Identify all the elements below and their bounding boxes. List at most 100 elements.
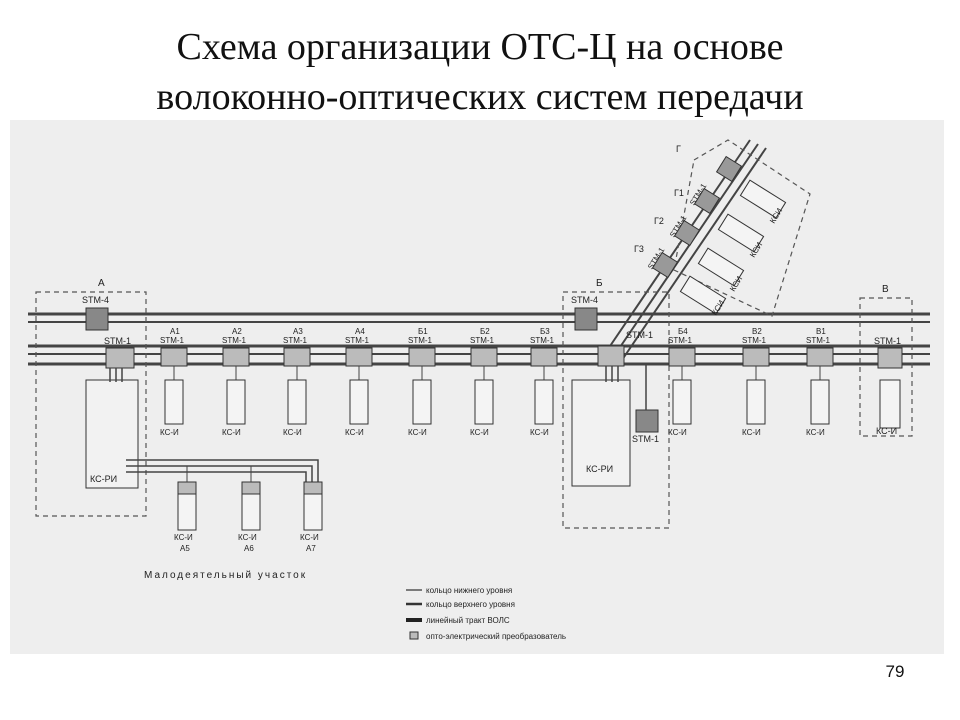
unit-a6-ks-label: КС-И — [238, 533, 257, 542]
unit-a1-stm-label: STM-1 — [160, 336, 185, 345]
unit-b2-label: Б2 — [480, 327, 490, 336]
title-line-1: Схема организации ОТС-Ц на основе — [176, 26, 784, 68]
section-caption: Малодеятельный участок — [144, 570, 307, 581]
unit-a1-box — [164, 379, 184, 425]
unit-a2-label: А2 — [232, 327, 242, 336]
branch-node-2 — [673, 219, 701, 247]
station-b-stm4-label: STM-4 — [571, 295, 598, 305]
station-v-label: В — [882, 284, 889, 295]
unit-b4-box — [672, 379, 692, 425]
station-b-stm1-label: STM-1 — [626, 330, 653, 340]
unit-b4-label: Б4 — [678, 327, 688, 336]
unit-b2-node — [470, 347, 498, 367]
unit-v2-label: В2 — [752, 327, 762, 336]
unit-v1-box — [810, 379, 830, 425]
unit-b1: Б1 STM-1 КС-И — [408, 327, 436, 437]
legend-fiber-line-label: линейный тракт ВОЛС — [426, 616, 510, 625]
unit-a1-label: А1 — [170, 327, 180, 336]
branch-node-4 — [715, 155, 743, 183]
station-b: Б STM-4 STM-1 КС-РИ STM-1 — [571, 278, 659, 487]
unit-b1-stm-label: STM-1 — [408, 336, 433, 345]
unit-a5-label: А5 — [180, 544, 190, 553]
unit-a5-node — [177, 481, 197, 495]
station-a-ks-ri-box — [85, 379, 139, 489]
unit-b1-label: Б1 — [418, 327, 428, 336]
unit-a3-node — [283, 347, 311, 367]
unit-b3: Б3 STM-1 КС-И — [530, 327, 558, 437]
station-a-stm4-node — [85, 307, 109, 331]
unit-b4-stm-label: STM-1 — [668, 336, 693, 345]
unit-b3-node — [530, 347, 558, 367]
unit-v2-ks-label: КС-И — [742, 428, 761, 437]
unit-a5-box — [177, 493, 197, 531]
branch-label-g1: Г1 — [674, 188, 684, 198]
station-a-stm1-node — [105, 347, 135, 369]
unit-a3-label: А3 — [293, 327, 303, 336]
station-b-converter-node — [635, 409, 659, 433]
unit-a6-label: А6 — [244, 544, 254, 553]
station-b-stm1-node — [597, 345, 625, 367]
station-v-ks-i-box — [879, 379, 901, 429]
legend-converter-label: опто-электрический преобразователь — [426, 632, 566, 641]
unit-a1-node — [160, 347, 188, 367]
unit-a7-node — [303, 481, 323, 495]
station-boundaries — [35, 139, 913, 529]
station-b-ks-ri-box — [571, 379, 631, 487]
unit-a1-ks-label: КС-И — [160, 428, 179, 437]
section-feed-lines — [126, 459, 319, 490]
top-units: А1 STM-1 КС-И А2 STM-1 КС-И А3 STM-1 КС-… — [160, 327, 834, 437]
station-a-stm1-label: STM-1 — [104, 336, 131, 346]
unit-a7: КС-И А7 — [300, 481, 323, 553]
unit-a6: КС-И А6 — [238, 466, 261, 553]
unit-v1: В1 STM-1 КС-И — [806, 327, 834, 437]
legend-swatch-converter — [409, 631, 419, 640]
network-diagram: А STM-4 STM-1 КС-РИ Б STM-4 STM-1 КС-РИ … — [10, 120, 944, 654]
unit-b2-box — [474, 379, 494, 425]
unit-a1: А1 STM-1 КС-И — [160, 327, 188, 437]
unit-v2-node — [742, 347, 770, 367]
unit-b3-stm-label: STM-1 — [530, 336, 555, 345]
unit-v1-ks-label: КС-И — [806, 428, 825, 437]
bottom-units: КС-И А5 КС-И А6 КС-И А7 — [174, 466, 323, 553]
unit-v2-box — [746, 379, 766, 425]
unit-b2-ks-label: КС-И — [470, 428, 489, 437]
branch-ks-box-4 — [679, 275, 727, 315]
branch-ks-box-1 — [739, 179, 787, 219]
station-v-ks-i-label: КС-И — [876, 426, 897, 436]
unit-a2: А2 STM-1 КС-И — [222, 327, 250, 437]
slide-title: Схема организации ОТС-Ц на основе волоко… — [0, 22, 960, 122]
unit-a2-node — [222, 347, 250, 367]
unit-b2: Б2 STM-1 КС-И — [470, 327, 498, 437]
branch-label-g3: Г3 — [634, 244, 644, 254]
branch-label-g: Г — [676, 144, 681, 154]
unit-a3-box — [287, 379, 307, 425]
station-b-label: Б — [596, 278, 603, 289]
unit-b4: Б4 STM-1 КС-И — [668, 327, 696, 437]
station-a: А STM-4 STM-1 КС-РИ — [82, 278, 319, 490]
branch-label-g2: Г2 — [654, 216, 664, 226]
branch-ks-box-2 — [717, 213, 765, 253]
unit-b2-stm-label: STM-1 — [470, 336, 495, 345]
unit-a5: КС-И А5 — [174, 466, 197, 553]
unit-b1-node — [408, 347, 436, 367]
unit-b4-ks-label: КС-И — [668, 428, 687, 437]
unit-a7-box — [303, 493, 323, 531]
unit-b3-label: Б3 — [540, 327, 550, 336]
unit-a6-box — [241, 493, 261, 531]
unit-a2-ks-label: КС-И — [222, 428, 241, 437]
unit-a4-stm-label: STM-1 — [345, 336, 370, 345]
station-b-converter-label: STM-1 — [632, 434, 659, 444]
unit-a3-ks-label: КС-И — [283, 428, 302, 437]
unit-b3-ks-label: КС-И — [530, 428, 549, 437]
unit-b1-box — [412, 379, 432, 425]
station-b-drop-lines — [605, 364, 647, 410]
unit-a7-label: А7 — [306, 544, 316, 553]
station-v-stm1-node — [877, 347, 903, 369]
unit-b1-ks-label: КС-И — [408, 428, 427, 437]
unit-a4-label: А4 — [355, 327, 365, 336]
legend-lower-ring-label: кольцо нижнего уровня — [426, 586, 512, 595]
station-b-stm4-node — [574, 307, 598, 331]
unit-b3-box — [534, 379, 554, 425]
unit-a4-box — [349, 379, 369, 425]
station-b-ks-ri-label: КС-РИ — [586, 464, 613, 474]
